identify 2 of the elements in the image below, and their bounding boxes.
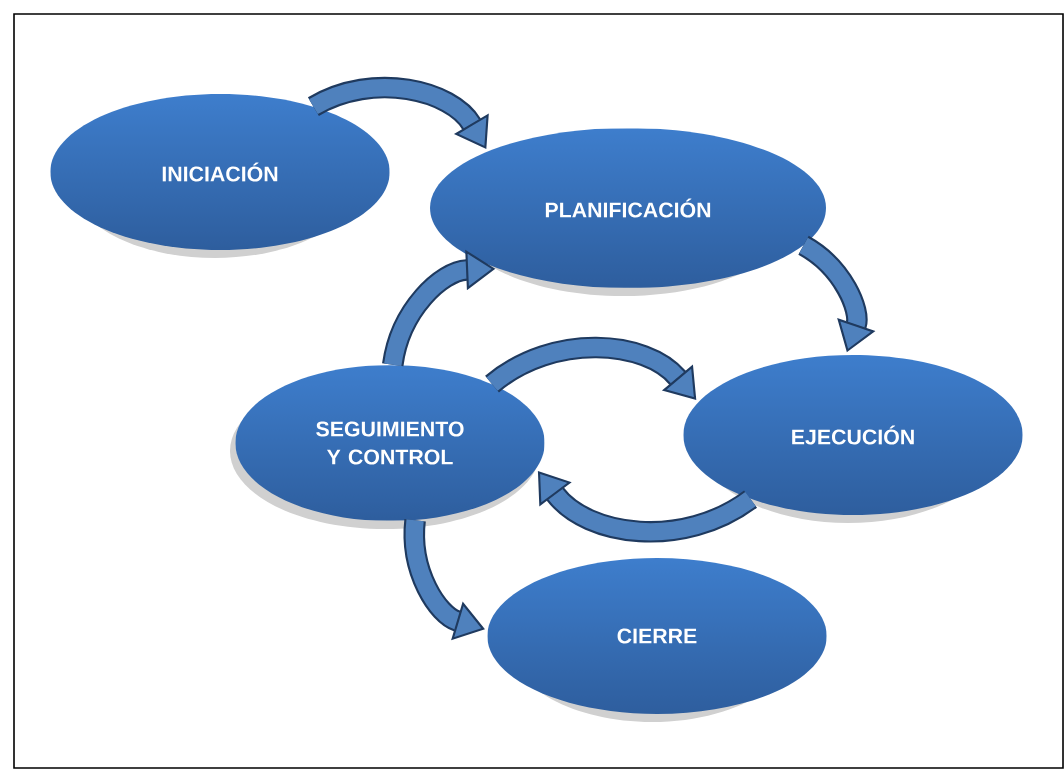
block-arrow xyxy=(308,77,489,149)
block-arrow xyxy=(485,336,697,400)
